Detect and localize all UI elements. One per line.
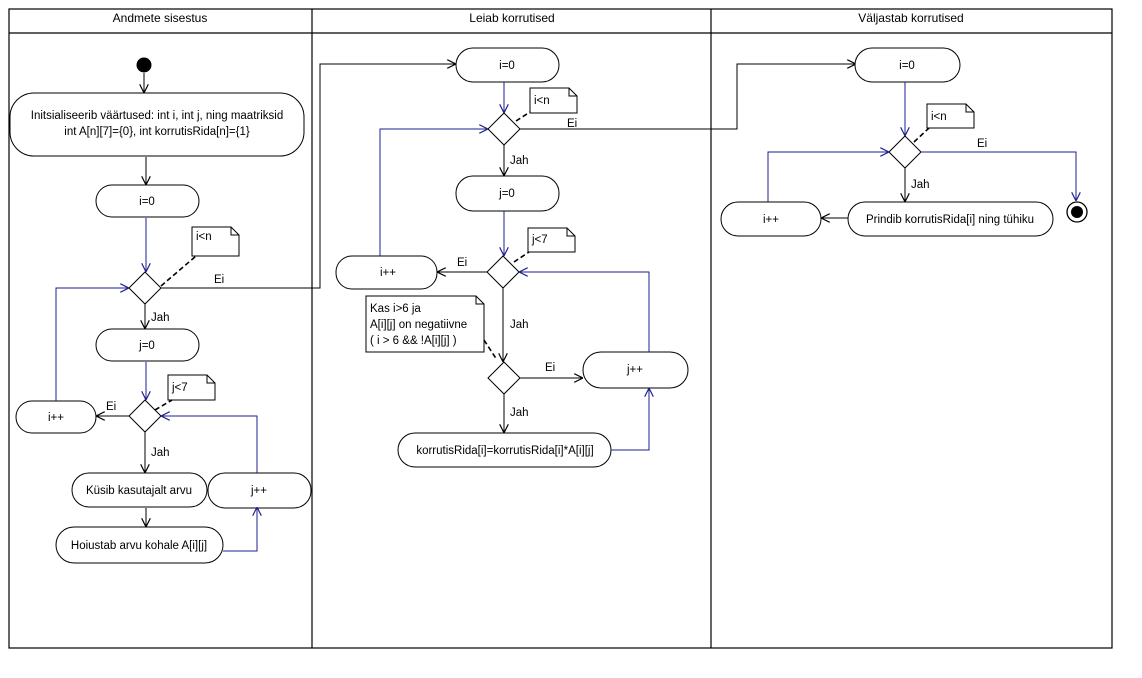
edge-yes-i-2: Jah bbox=[510, 155, 529, 167]
action-i-init-2-label: i=0 bbox=[499, 60, 515, 72]
action-j-increment-label: j++ bbox=[250, 485, 267, 497]
edge-yes-j: Jah bbox=[151, 447, 170, 459]
note-cond-j-label: j<7 bbox=[171, 382, 188, 394]
action-i-init-label: i=0 bbox=[139, 196, 155, 208]
lane-compute: i=0 i<n Ei Jah j=0 j<7 Ei i++ Kas i>6 ja… bbox=[335, 47, 855, 468]
action-j-increment-2-label: j++ bbox=[626, 364, 643, 376]
end-node-core bbox=[1071, 206, 1083, 218]
action-ask-number-label: Küsib kasutajalt arvu bbox=[86, 485, 192, 497]
action-multiply-label: korrutisRida[i]=korrutisRida[i]*A[i][j] bbox=[416, 445, 593, 457]
note-cond-j-2-label: j<7 bbox=[531, 234, 548, 246]
action-print-result bbox=[847, 201, 1054, 237]
note-cond-i-3 bbox=[926, 103, 975, 129]
lane-title-compute: Leiab korrutised bbox=[469, 11, 554, 25]
action-i-init-3 bbox=[854, 47, 961, 83]
action-j-init-2-label: j=0 bbox=[498, 188, 515, 200]
note-check-condition bbox=[365, 295, 485, 353]
action-j-increment-2 bbox=[582, 351, 689, 389]
action-j-init-label: j=0 bbox=[138, 340, 155, 352]
note-cond-j-2 bbox=[527, 227, 576, 253]
init-line-1: Initsialiseerib väärtused: int i, int j,… bbox=[31, 110, 283, 122]
action-init-values bbox=[9, 92, 305, 157]
init-line-2: int A[n][7]={0}, int korrutisRida[n]={1} bbox=[64, 126, 250, 138]
note-check-line-2: A[i][j] on negatiivne bbox=[370, 319, 467, 331]
lane-input: Initsialiseerib väärtused: int i, int j,… bbox=[9, 57, 455, 564]
note-check-line-3: ( i > 6 && !A[i][j] ) bbox=[370, 335, 457, 347]
lane-output: i=0 i<n Ei Jah Prindib korrutisRida[i] n… bbox=[720, 47, 1088, 237]
action-i-increment-2 bbox=[335, 255, 438, 290]
note-cond-i-2-label: i<n bbox=[534, 95, 550, 107]
lane-title-output: Väljastab korrutised bbox=[858, 11, 963, 25]
note-cond-i-3-label: i<n bbox=[931, 111, 947, 123]
note-cond-i-label: i<n bbox=[196, 231, 212, 243]
start-node bbox=[136, 57, 152, 73]
edge-no-j: Ei bbox=[106, 401, 116, 413]
action-i-increment-3-label: i++ bbox=[763, 214, 779, 226]
edge-no-i-2: Ei bbox=[567, 118, 577, 130]
note-cond-i bbox=[191, 226, 240, 257]
note-cond-i-2 bbox=[529, 87, 578, 114]
action-j-init-2 bbox=[455, 175, 560, 212]
action-i-increment-2-label: i++ bbox=[380, 267, 396, 279]
edge-yes-i-3: Jah bbox=[911, 179, 930, 191]
edge-yes-check: Jah bbox=[510, 407, 529, 419]
note-cond-j bbox=[167, 374, 216, 401]
action-i-init-3-label: i=0 bbox=[899, 60, 915, 72]
action-j-init bbox=[95, 328, 200, 362]
action-i-increment-label: i++ bbox=[48, 412, 64, 424]
action-store-value bbox=[55, 526, 224, 564]
action-i-increment-3 bbox=[720, 201, 822, 237]
action-i-init bbox=[95, 184, 200, 218]
action-store-value-label: Hoiustab arvu kohale A[i][j] bbox=[71, 540, 207, 552]
edge-yes-j-2: Jah bbox=[510, 319, 529, 331]
action-i-init-2 bbox=[455, 47, 560, 83]
edge-no-i: Ei bbox=[214, 274, 224, 286]
action-print-result-label: Prindib korrutisRida[i] ning tühiku bbox=[866, 214, 1034, 226]
edge-no-check: Ei bbox=[545, 362, 555, 374]
edge-no-j-2: Ei bbox=[457, 257, 467, 269]
action-ask-number bbox=[71, 472, 208, 508]
lane-title-input: Andmete sisestus bbox=[113, 11, 208, 25]
edge-yes-i: Jah bbox=[151, 312, 170, 324]
edge-no-i-3: Ei bbox=[977, 138, 987, 150]
note-check-line-1: Kas i>6 ja bbox=[370, 303, 421, 315]
